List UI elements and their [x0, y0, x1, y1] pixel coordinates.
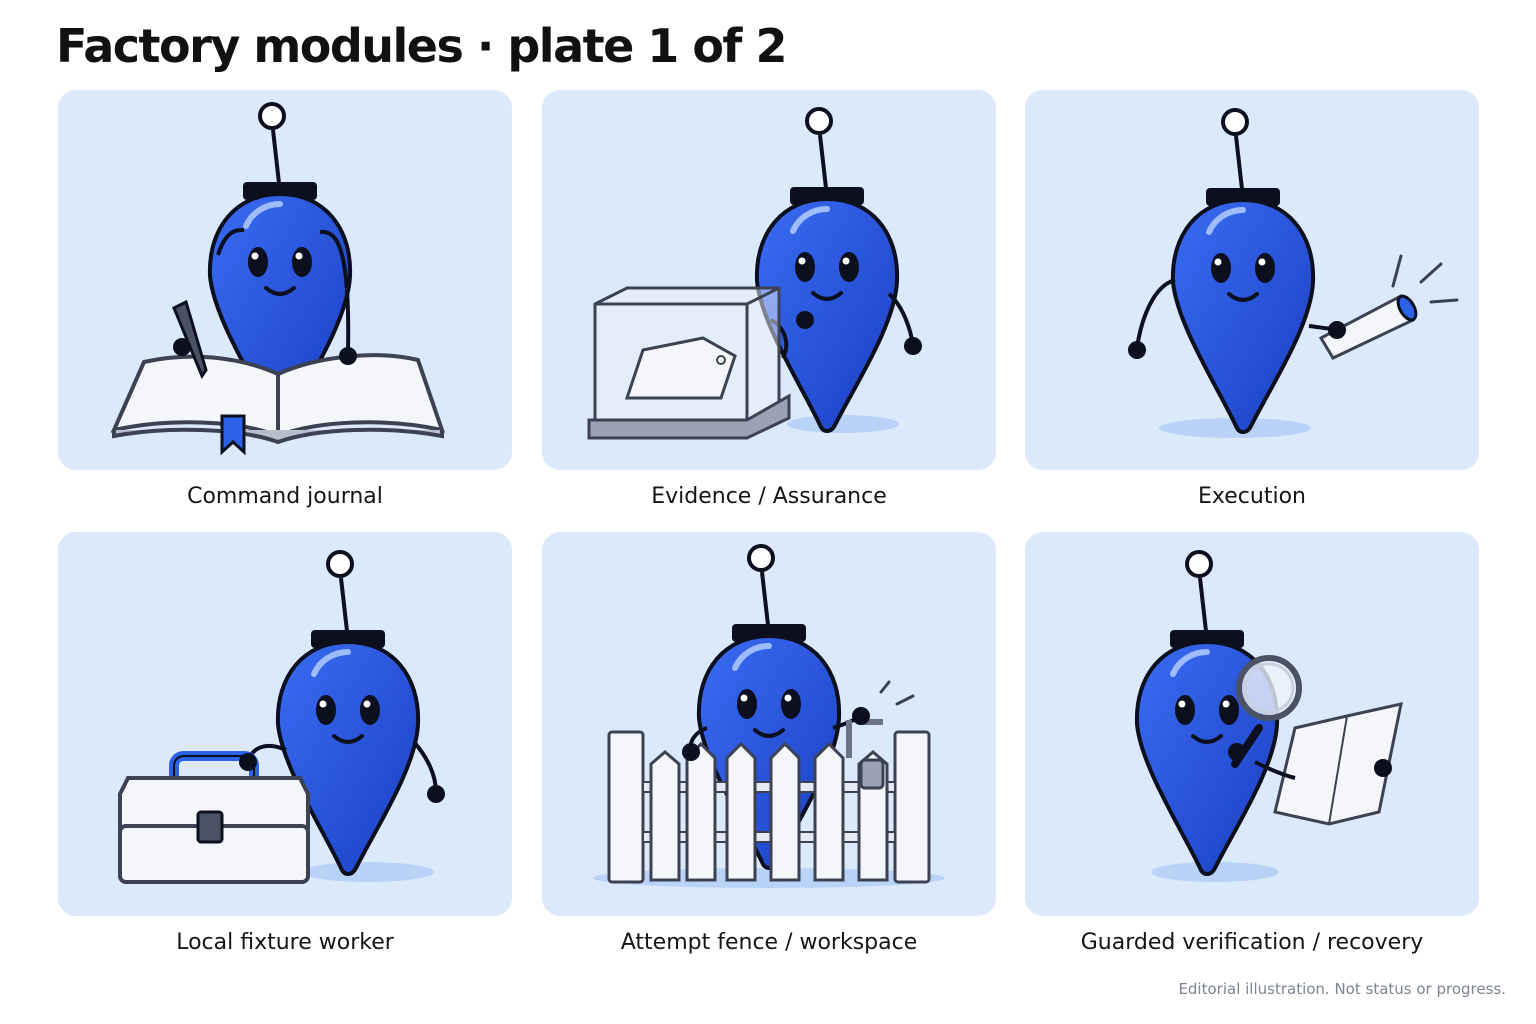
flashlight-icon	[1318, 254, 1459, 360]
picket-fence-icon	[607, 680, 931, 884]
toolbox-icon	[118, 751, 310, 884]
module-card-command-journal	[58, 90, 512, 470]
page-title: Factory modules · plate 1 of 2	[56, 19, 787, 73]
module-card-execution	[1025, 90, 1479, 470]
mascot-illustration	[1128, 90, 1459, 438]
module-card-attempt-fence	[542, 532, 996, 916]
mascot-illustration	[110, 90, 446, 456]
mascot-illustration	[593, 532, 945, 888]
magnifying-glass-icon	[1231, 655, 1302, 768]
mascot-illustration	[118, 532, 445, 884]
glass-display-case-icon	[587, 286, 791, 440]
module-label-execution: Execution	[1198, 484, 1306, 509]
module-card-guarded-verification	[1025, 532, 1479, 916]
module-card-local-fixture-worker	[58, 532, 512, 916]
open-book-icon	[110, 353, 446, 456]
module-label-guarded-verification: Guarded verification / recovery	[1080, 930, 1424, 955]
module-label-command-journal: Command journal	[187, 484, 383, 509]
module-label-evidence-assurance: Evidence / Assurance	[651, 484, 887, 509]
mascot-illustration	[587, 90, 922, 440]
map-document-icon	[1273, 702, 1403, 826]
module-card-evidence-assurance	[542, 90, 996, 470]
pen-icon	[172, 299, 208, 380]
module-label-attempt-fence: Attempt fence / workspace	[620, 930, 918, 955]
module-label-local-fixture-worker: Local fixture worker	[176, 930, 394, 955]
footnote: Editorial illustration. Not status or pr…	[1178, 980, 1506, 998]
mascot-illustration	[1025, 532, 1403, 882]
